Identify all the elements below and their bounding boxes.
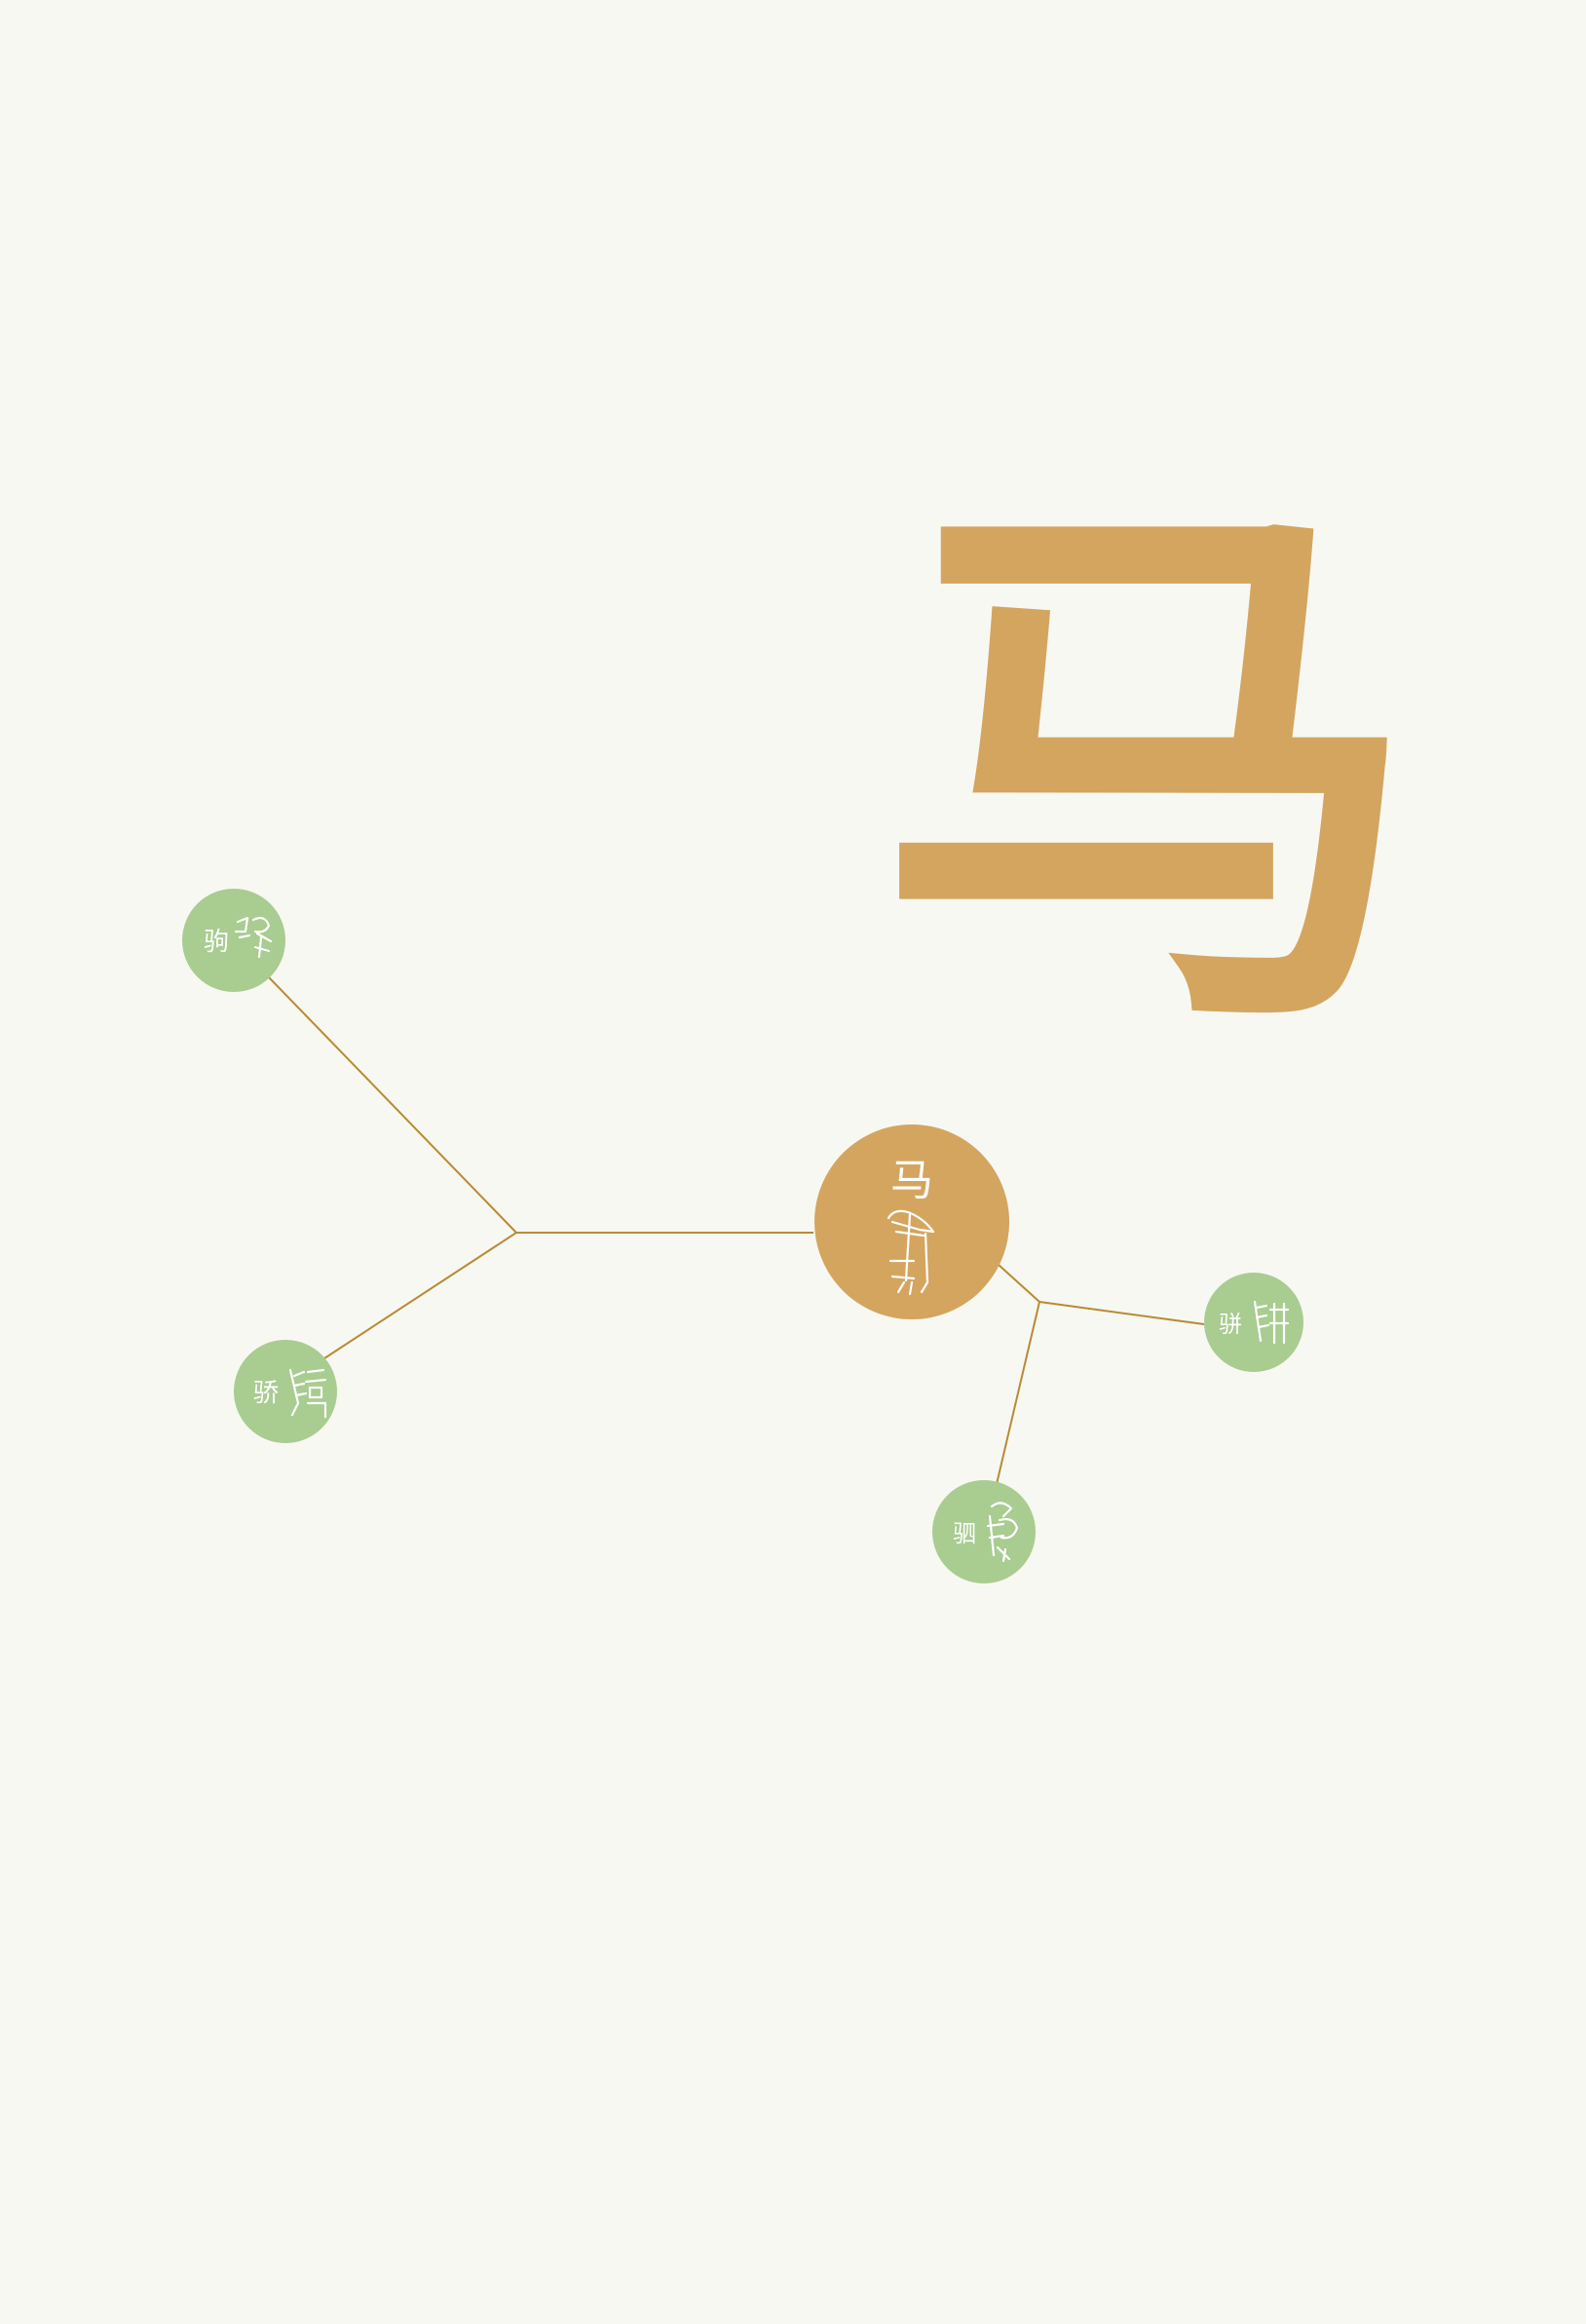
connector-line bbox=[996, 1301, 1040, 1485]
connector-line bbox=[998, 1264, 1040, 1303]
ancient-seal-glyph-pian-icon bbox=[1253, 1300, 1290, 1345]
node-si-label: 驷 bbox=[953, 1520, 976, 1547]
connector-line bbox=[267, 975, 517, 1234]
node-jiao-label: 骄 bbox=[253, 1379, 279, 1408]
connector-line bbox=[321, 1232, 517, 1361]
node-ju: 驹 bbox=[182, 889, 285, 992]
ancient-seal-glyph-jiao-icon bbox=[288, 1368, 327, 1419]
horse-seal-icon bbox=[887, 1209, 935, 1296]
center-node-label: 马 bbox=[890, 1156, 933, 1205]
node-si: 驷 bbox=[932, 1480, 1036, 1583]
center-node: 马 bbox=[814, 1124, 1009, 1319]
ancient-seal-glyph-si-icon bbox=[986, 1502, 1019, 1563]
ancient-seal-glyph-ju-icon bbox=[234, 916, 273, 959]
node-ju-label: 驹 bbox=[204, 928, 229, 957]
node-jiao: 骄 bbox=[234, 1340, 337, 1443]
node-pian: 骈 bbox=[1204, 1273, 1303, 1372]
connector-line bbox=[1038, 1301, 1205, 1325]
connector-lines bbox=[267, 975, 1205, 1485]
title-character: 马 bbox=[877, 449, 1422, 1090]
node-pian-label: 骈 bbox=[1219, 1311, 1242, 1338]
